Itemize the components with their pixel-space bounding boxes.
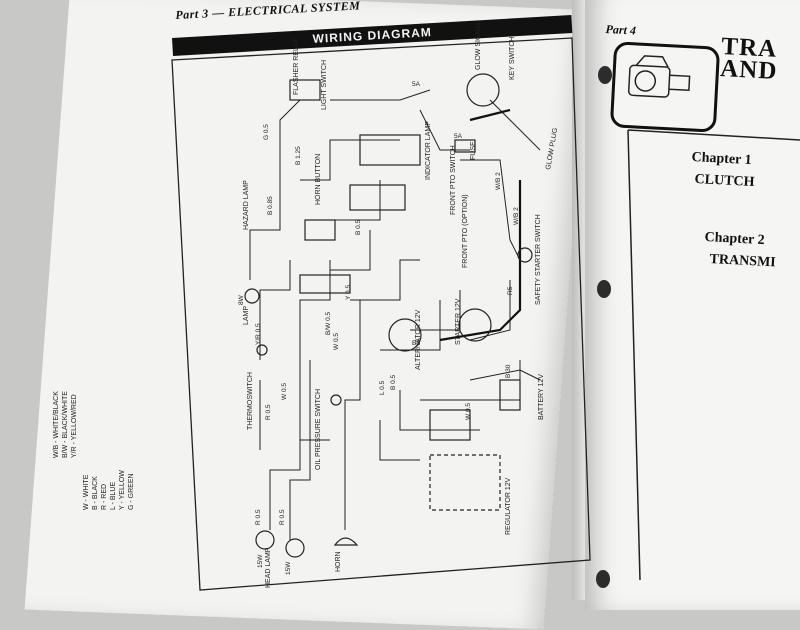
wire-label: R 0.5	[255, 509, 262, 525]
indicator-lamp-block	[359, 134, 421, 166]
legend-item: Y/R - YELLOW/RED	[71, 394, 78, 458]
wire-label: R 0.5	[279, 509, 286, 525]
fuse-symbol	[454, 139, 476, 153]
head-lamp-left	[255, 530, 275, 550]
wire-label: B/W 0.5	[325, 311, 332, 335]
light-switch-label: LIGHT SWITCH	[321, 60, 328, 110]
wire-label: B 30	[505, 364, 512, 378]
wire-label: G 0.5	[263, 124, 270, 140]
binding-hole	[597, 280, 611, 298]
regulator-box	[429, 454, 501, 511]
diagram-border	[171, 37, 591, 591]
oil-pressure-switch-symbol	[330, 394, 342, 406]
connector-block	[349, 184, 406, 211]
wire-label: W 0.5	[333, 333, 340, 350]
alternator-label: ALTERNATOR 12V	[415, 309, 422, 370]
battery-label: BATTERY 12V	[538, 374, 545, 420]
wiring-diagram: W - WHITE B - BLACK R - RED L - BLUE Y -…	[53, 21, 591, 591]
flasher-relay-label: FLASHER RELAY	[293, 38, 300, 95]
wire-label: R5	[507, 286, 514, 295]
glow-signal-label: GLOW SIGNAL	[475, 21, 482, 70]
wire-label: 15W	[285, 561, 292, 575]
safety-starter-switch-label: SAFETY STARTER SWITCH	[535, 214, 542, 305]
wire-label: B 0.85	[267, 196, 274, 215]
wire-label: Y/R 0.5	[255, 323, 262, 345]
legend-item: W - WHITE	[83, 474, 90, 510]
legend-item: B - BLACK	[92, 476, 99, 510]
wire-label: 15W	[257, 554, 264, 568]
hazard-lamp-label: HAZARD LAMP	[243, 180, 250, 230]
key-switch-symbol	[466, 73, 500, 107]
thermoswitch-symbol	[256, 344, 268, 356]
wire-label: 8W	[238, 294, 245, 305]
lamp-symbol	[244, 288, 260, 304]
wire-label: W/B 2	[495, 172, 502, 190]
color-legend: W - WHITE B - BLACK R - RED L - BLUE Y -…	[53, 391, 135, 510]
head-lamp-right	[285, 538, 305, 558]
legend-item: R - RED	[101, 484, 108, 510]
oil-pressure-switch-label: OIL PRESSURE SWITCH	[315, 389, 322, 470]
wire-label: 5A	[454, 133, 463, 140]
glow-plug-label: GLOW PLUG	[545, 127, 559, 170]
wire-label: Y 0.5	[345, 285, 352, 300]
fuse-label: FUSE	[470, 141, 477, 160]
safety-starter-switch-symbol	[517, 247, 533, 263]
relay-block	[299, 274, 351, 294]
right-part-header: Part 4	[605, 22, 637, 38]
legend-item: W/B - WHITE/BLACK	[53, 391, 60, 458]
binding-hole	[598, 66, 612, 84]
alternator-symbol	[388, 318, 422, 352]
wire-label: L 0.5	[379, 380, 386, 395]
starter-symbol	[458, 308, 492, 342]
horn-button-label: HORN BUTTON	[315, 154, 322, 205]
thermoswitch-label: THERMOSWITCH	[247, 372, 254, 430]
horn-symbol	[333, 537, 359, 546]
horn-label: HORN	[335, 551, 342, 572]
transmission-icon	[609, 41, 721, 133]
right-title: TRA AND	[719, 33, 779, 85]
lamp-label: LAMP	[243, 306, 250, 325]
legend-item: G - GREEN	[128, 473, 135, 510]
legend-item: L - BLUE	[110, 482, 117, 510]
wire-label: R 0.5	[265, 404, 272, 420]
photo-scene: Part 3 — ELECTRICAL SYSTEM WIRING DIAGRA…	[24, 0, 800, 630]
battery-symbol	[499, 379, 521, 411]
wire-label: B 0.5	[355, 219, 362, 235]
legend-item: Y - YELLOW	[119, 470, 126, 510]
wire-label: W 0.5	[281, 383, 288, 400]
right-title-line2: AND	[719, 54, 779, 85]
regulator-label: REGULATOR 12V	[505, 477, 512, 535]
head-lamp-label: HEAD LAMP	[265, 547, 272, 588]
front-pto-switch-label: FRONT PTO SWITCH	[450, 145, 457, 215]
wires	[249, 89, 541, 540]
wire-label: B5	[412, 340, 420, 347]
wire-label: 5A	[412, 81, 421, 88]
wire-label: W/B 2	[513, 207, 520, 225]
legend-item: B/W - BLACK/WHITE	[62, 391, 69, 458]
wire-label: W 0.5	[465, 403, 472, 420]
flasher-relay-block	[289, 79, 321, 101]
right-page-border	[627, 129, 800, 580]
starter-label: STARTER 12V	[455, 298, 462, 345]
horn-button-block	[304, 219, 336, 241]
binding-hole	[596, 570, 610, 588]
front-pto-option-label: FRONT PTO (OPTION)	[462, 194, 469, 268]
wire-label: B 0.5	[390, 374, 397, 390]
indicator-lamp-label: INDICATOR LAMP	[425, 121, 432, 180]
regulator-connector	[429, 409, 471, 441]
key-switch-label: KEY SWITCH	[509, 37, 516, 80]
wire-label: B 1.25	[295, 146, 302, 165]
